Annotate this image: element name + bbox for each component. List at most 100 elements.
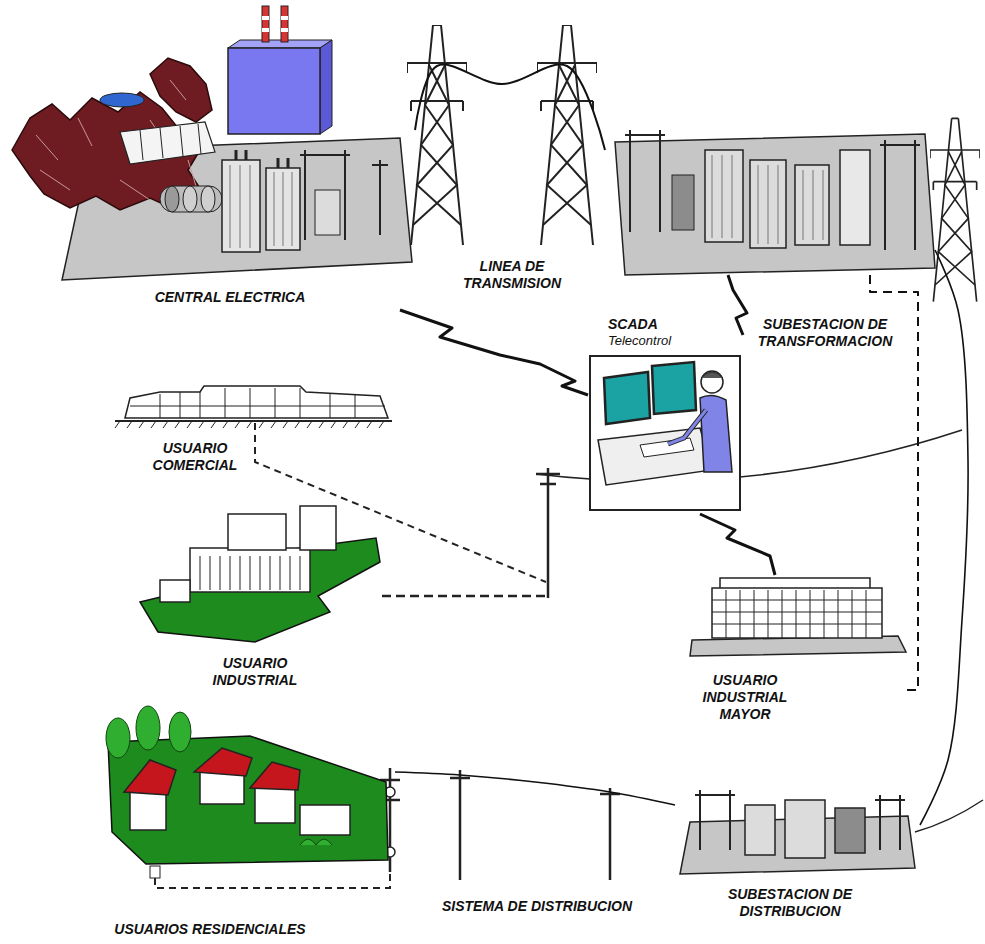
line-label: SISTEMA DE DISTRIBUCION [406,898,668,915]
industrial-plant-drawing [140,506,546,642]
label-group: USUARIO INDUSTRIAL MAYOR [702,672,789,722]
power-plant-drawing [150,58,212,122]
node-label: SCADA [608,316,660,333]
commercial-user: USUARIO COMERCIAL [115,385,405,487]
power-plant-drawing [281,28,288,32]
transmission-tower [930,118,980,301]
node-label: USUARIO COMERCIAL [152,440,239,474]
substation-drawing [615,134,935,275]
residential-users: USUARIOS RESIDENCIALES [95,705,395,941]
power-plant-drawing [300,150,388,240]
power-plant-drawing [262,28,269,32]
distribution-substation-drawing [680,790,915,874]
power-plant-drawing [230,165,292,248]
distribution-line [395,772,675,805]
radio-link [400,310,588,395]
industrial-plant-drawing [140,538,380,642]
distribution-substation-drawing [745,805,775,855]
power-plant-drawing [222,160,260,252]
major-industry-drawing [690,636,906,656]
transmission-line [415,65,605,150]
commercial-building-drawing [125,386,388,418]
label-group: SUBESTACION DE TRANSFORMACION [757,316,894,350]
power-plant-drawing [262,16,269,20]
scada-control: SCADATelecontrol [588,314,743,514]
transmission-tower [407,25,980,302]
power-plant-drawing [183,186,197,212]
major-industry-drawing [690,578,906,656]
overhead-wire [450,770,620,880]
label-group: USUARIOS RESIDENCIALES [94,921,326,938]
control-room-drawing [701,372,723,378]
residential-area-drawing [136,706,160,750]
industrial-plant-drawing [160,580,190,602]
power-plant-drawing [165,186,179,212]
residential-area-drawing [106,718,130,758]
residential-area-drawing [106,706,390,888]
industrial-plant-drawing [300,506,336,550]
commercial-building-drawing [130,388,385,418]
radio-link [728,275,747,335]
distribution-substation-drawing [875,795,905,850]
node-label: USUARIO INDUSTRIAL MAYOR [702,672,789,722]
label-group: CENTRAL ELECTRICA [129,289,331,306]
residential-area-drawing [155,872,390,888]
label-group: USUARIO INDUSTRIAL [212,655,299,689]
control-room-drawing [590,356,740,510]
distribution-substation: SUBESTACION DE DISTRIBUCION [675,785,920,930]
power-plant-drawing [140,124,201,160]
power-plant-drawing [12,6,412,280]
node-label: CENTRAL ELECTRICA [129,289,331,306]
substation-drawing [840,150,870,245]
control-room-drawing [598,428,712,485]
overhead-wire [536,468,560,598]
transmission-tower [537,25,597,245]
radio-link [700,514,775,575]
label-group: SUBESTACION DE DISTRIBUCION [723,886,857,920]
residential-area-drawing [130,790,166,830]
node-label: SUBESTACION DE DISTRIBUCION [723,886,857,920]
industrial-plant-drawing [190,548,310,592]
distribution-substation-drawing [695,790,735,850]
node-label: USUARIO INDUSTRIAL [212,655,299,689]
control-room-drawing [668,410,706,444]
power-plant-drawing [315,190,340,235]
transmission-tower [407,25,467,245]
distribution-substation-drawing [835,808,865,853]
residential-area-drawing [300,839,332,845]
residential-area-drawing [108,736,388,864]
node-label: Telecontrol [608,333,674,349]
power-plant-drawing [228,40,332,48]
power-plant-drawing [320,40,332,134]
residential-area-drawing [150,866,160,878]
power-plant-drawing [120,122,215,164]
power-plant-drawing [228,48,320,134]
power-plant-drawing [236,150,288,168]
node-label: USUARIOS RESIDENCIALES [94,921,326,938]
control-room-drawing [668,410,706,444]
major-industrial-user: USUARIO INDUSTRIAL MAYOR [690,575,905,735]
transformer-substation: SUBESTACION DE TRANSFORMACION [605,115,935,275]
residential-area-drawing [300,805,350,835]
residential-area-drawing [194,748,252,776]
power-plant-drawing [281,6,288,42]
label-group: SCADATelecontrol [608,316,674,348]
industrial-plant-drawing [382,595,546,598]
substation-drawing [625,130,665,232]
substation-drawing [615,130,935,275]
control-room-drawing [590,356,740,510]
substation-drawing [705,150,743,242]
node-label: SUBESTACION DE TRANSFORMACION [757,316,894,350]
industrial-plant-drawing [200,556,300,590]
substation-drawing [795,165,829,245]
line-label: LINEA DE TRANSMISION [462,258,562,292]
substation-drawing [712,155,823,244]
residential-area-drawing [124,760,176,795]
power-plant-drawing [262,6,269,42]
label-group: USUARIO COMERCIAL [152,440,239,474]
industrial-user: USUARIO INDUSTRIAL [125,495,385,710]
residential-area-drawing [255,785,295,823]
